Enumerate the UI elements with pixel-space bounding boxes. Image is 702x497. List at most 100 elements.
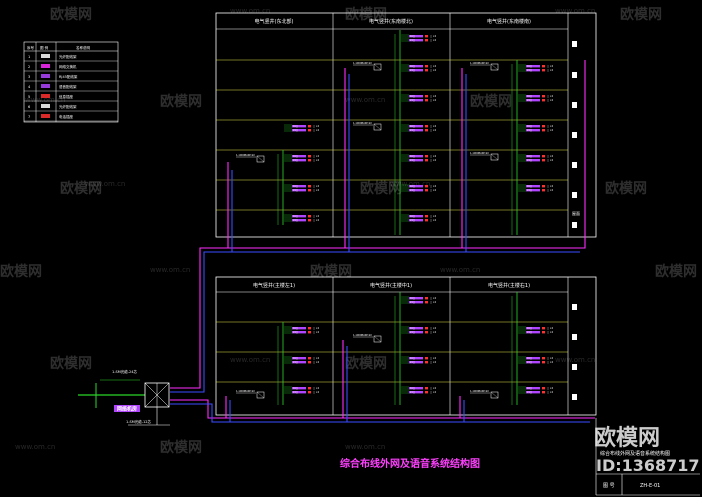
switch-block	[409, 215, 423, 218]
switch-block	[526, 331, 540, 334]
port-label: 24口	[527, 391, 532, 394]
watermark-brand: 欧模网	[60, 180, 102, 197]
switch-label: 16口	[410, 387, 415, 390]
outlet-count: □ ×4	[547, 189, 554, 192]
switch-label: 16口	[293, 215, 298, 218]
diagram-title: 综合布线外网及语音系统结构图	[340, 457, 480, 470]
outlet-icon	[425, 219, 428, 222]
outlet-count: □ ×4	[313, 215, 320, 218]
legend-row-no: 3	[28, 75, 30, 79]
switch-block	[409, 129, 423, 132]
floor-marker-icon	[572, 41, 577, 47]
floor-marker-icon	[572, 162, 577, 168]
watermark-id: ID:1368717	[596, 456, 700, 475]
fiber-panel-icon	[490, 153, 499, 161]
outlet-count: □ ×4	[430, 125, 437, 128]
outlet-icon	[308, 387, 311, 390]
outlet-icon	[425, 189, 428, 192]
outlet-icon	[542, 185, 545, 188]
switch-block	[526, 387, 540, 390]
node-label: 1-1000BASE-SX	[236, 154, 255, 157]
outlet-count: □ ×4	[313, 219, 320, 222]
outlet-icon	[425, 215, 428, 218]
legend-row-desc: 光纤配线架	[59, 54, 77, 59]
switch-block	[409, 331, 423, 334]
switch-label: 16口	[527, 185, 532, 188]
port-label: 24口	[410, 219, 415, 222]
legend-header-no: 序号	[27, 45, 34, 50]
switch-label: 16口	[410, 327, 415, 330]
switch-block	[292, 185, 306, 188]
outlet-icon	[425, 35, 428, 38]
legend-row-desc: 信息插座	[59, 94, 73, 99]
legend-row-no: 6	[28, 105, 30, 109]
switch-block	[409, 219, 423, 222]
outlet-count: □ ×4	[313, 331, 320, 334]
switch-block	[292, 387, 306, 390]
switch-block	[409, 387, 423, 390]
switch-label: 16口	[410, 185, 415, 188]
fiber-panel-icon	[256, 391, 265, 399]
switch-block	[292, 357, 306, 360]
upper-header-2: 电气竖井(东南楼北)	[369, 18, 413, 25]
port-label: 24口	[410, 39, 415, 42]
switch-block	[526, 357, 540, 360]
switch-label: 16口	[410, 155, 415, 158]
watermark-site: www.om.cn	[230, 356, 270, 364]
watermark-site: www.om.cn	[345, 443, 385, 451]
floor-node: 1-1000BASE-SX	[236, 390, 265, 399]
outlet-icon	[542, 69, 545, 72]
outlet-count: □ ×4	[430, 331, 437, 334]
watermark-site: www.om.cn	[85, 180, 125, 188]
outlet-count: □ ×4	[430, 297, 437, 300]
lower-header-2: 电气竖井(主楼中1)	[370, 282, 412, 289]
outlet-count: □ ×4	[430, 69, 437, 72]
floor-node: 1-1000BASE-SX	[236, 154, 265, 163]
switch-label: 16口	[293, 327, 298, 330]
outlet-icon	[425, 357, 428, 360]
outlet-icon	[425, 69, 428, 72]
switch-block	[292, 189, 306, 192]
watermark-brand: 欧模网	[50, 355, 92, 372]
port-label: 24口	[410, 129, 415, 132]
switch-block	[292, 125, 306, 128]
outlet-icon	[308, 189, 311, 192]
legend-header-desc: 名称说明	[76, 45, 90, 50]
switch-block	[292, 159, 306, 162]
switch-label: 16口	[527, 65, 532, 68]
outlet-icon	[308, 215, 311, 218]
outlet-count: □ ×4	[430, 357, 437, 360]
switch-label: 16口	[527, 95, 532, 98]
outlet-icon	[425, 331, 428, 334]
fiber-panel-icon	[373, 123, 382, 131]
switch-label: 16口	[527, 155, 532, 158]
switch-block	[409, 69, 423, 72]
watermark-site: www.om.cn	[230, 7, 270, 15]
floor-marker-icon	[572, 132, 577, 138]
upper-header-3: 电气竖井(东南楼南)	[487, 18, 531, 25]
outlet-icon	[308, 331, 311, 334]
switch-block	[292, 361, 306, 364]
switch-block	[409, 35, 423, 38]
switch-block	[409, 189, 423, 192]
title-block-number: ZH-E-01	[640, 483, 660, 489]
switch-label: 16口	[410, 125, 415, 128]
outlet-icon	[542, 129, 545, 132]
switch-label: 16口	[527, 357, 532, 360]
outlet-icon	[542, 65, 545, 68]
outlet-icon	[308, 155, 311, 158]
floor-marker-icon	[572, 394, 577, 400]
legend-row-no: 4	[28, 85, 31, 89]
outlet-count: □ ×4	[430, 95, 437, 98]
node-label: 1-1000BASE-SX	[470, 62, 489, 65]
floor-marker-icon	[572, 72, 577, 78]
trunk-magenta-lower	[170, 399, 595, 419]
port-label: 24口	[410, 391, 415, 394]
